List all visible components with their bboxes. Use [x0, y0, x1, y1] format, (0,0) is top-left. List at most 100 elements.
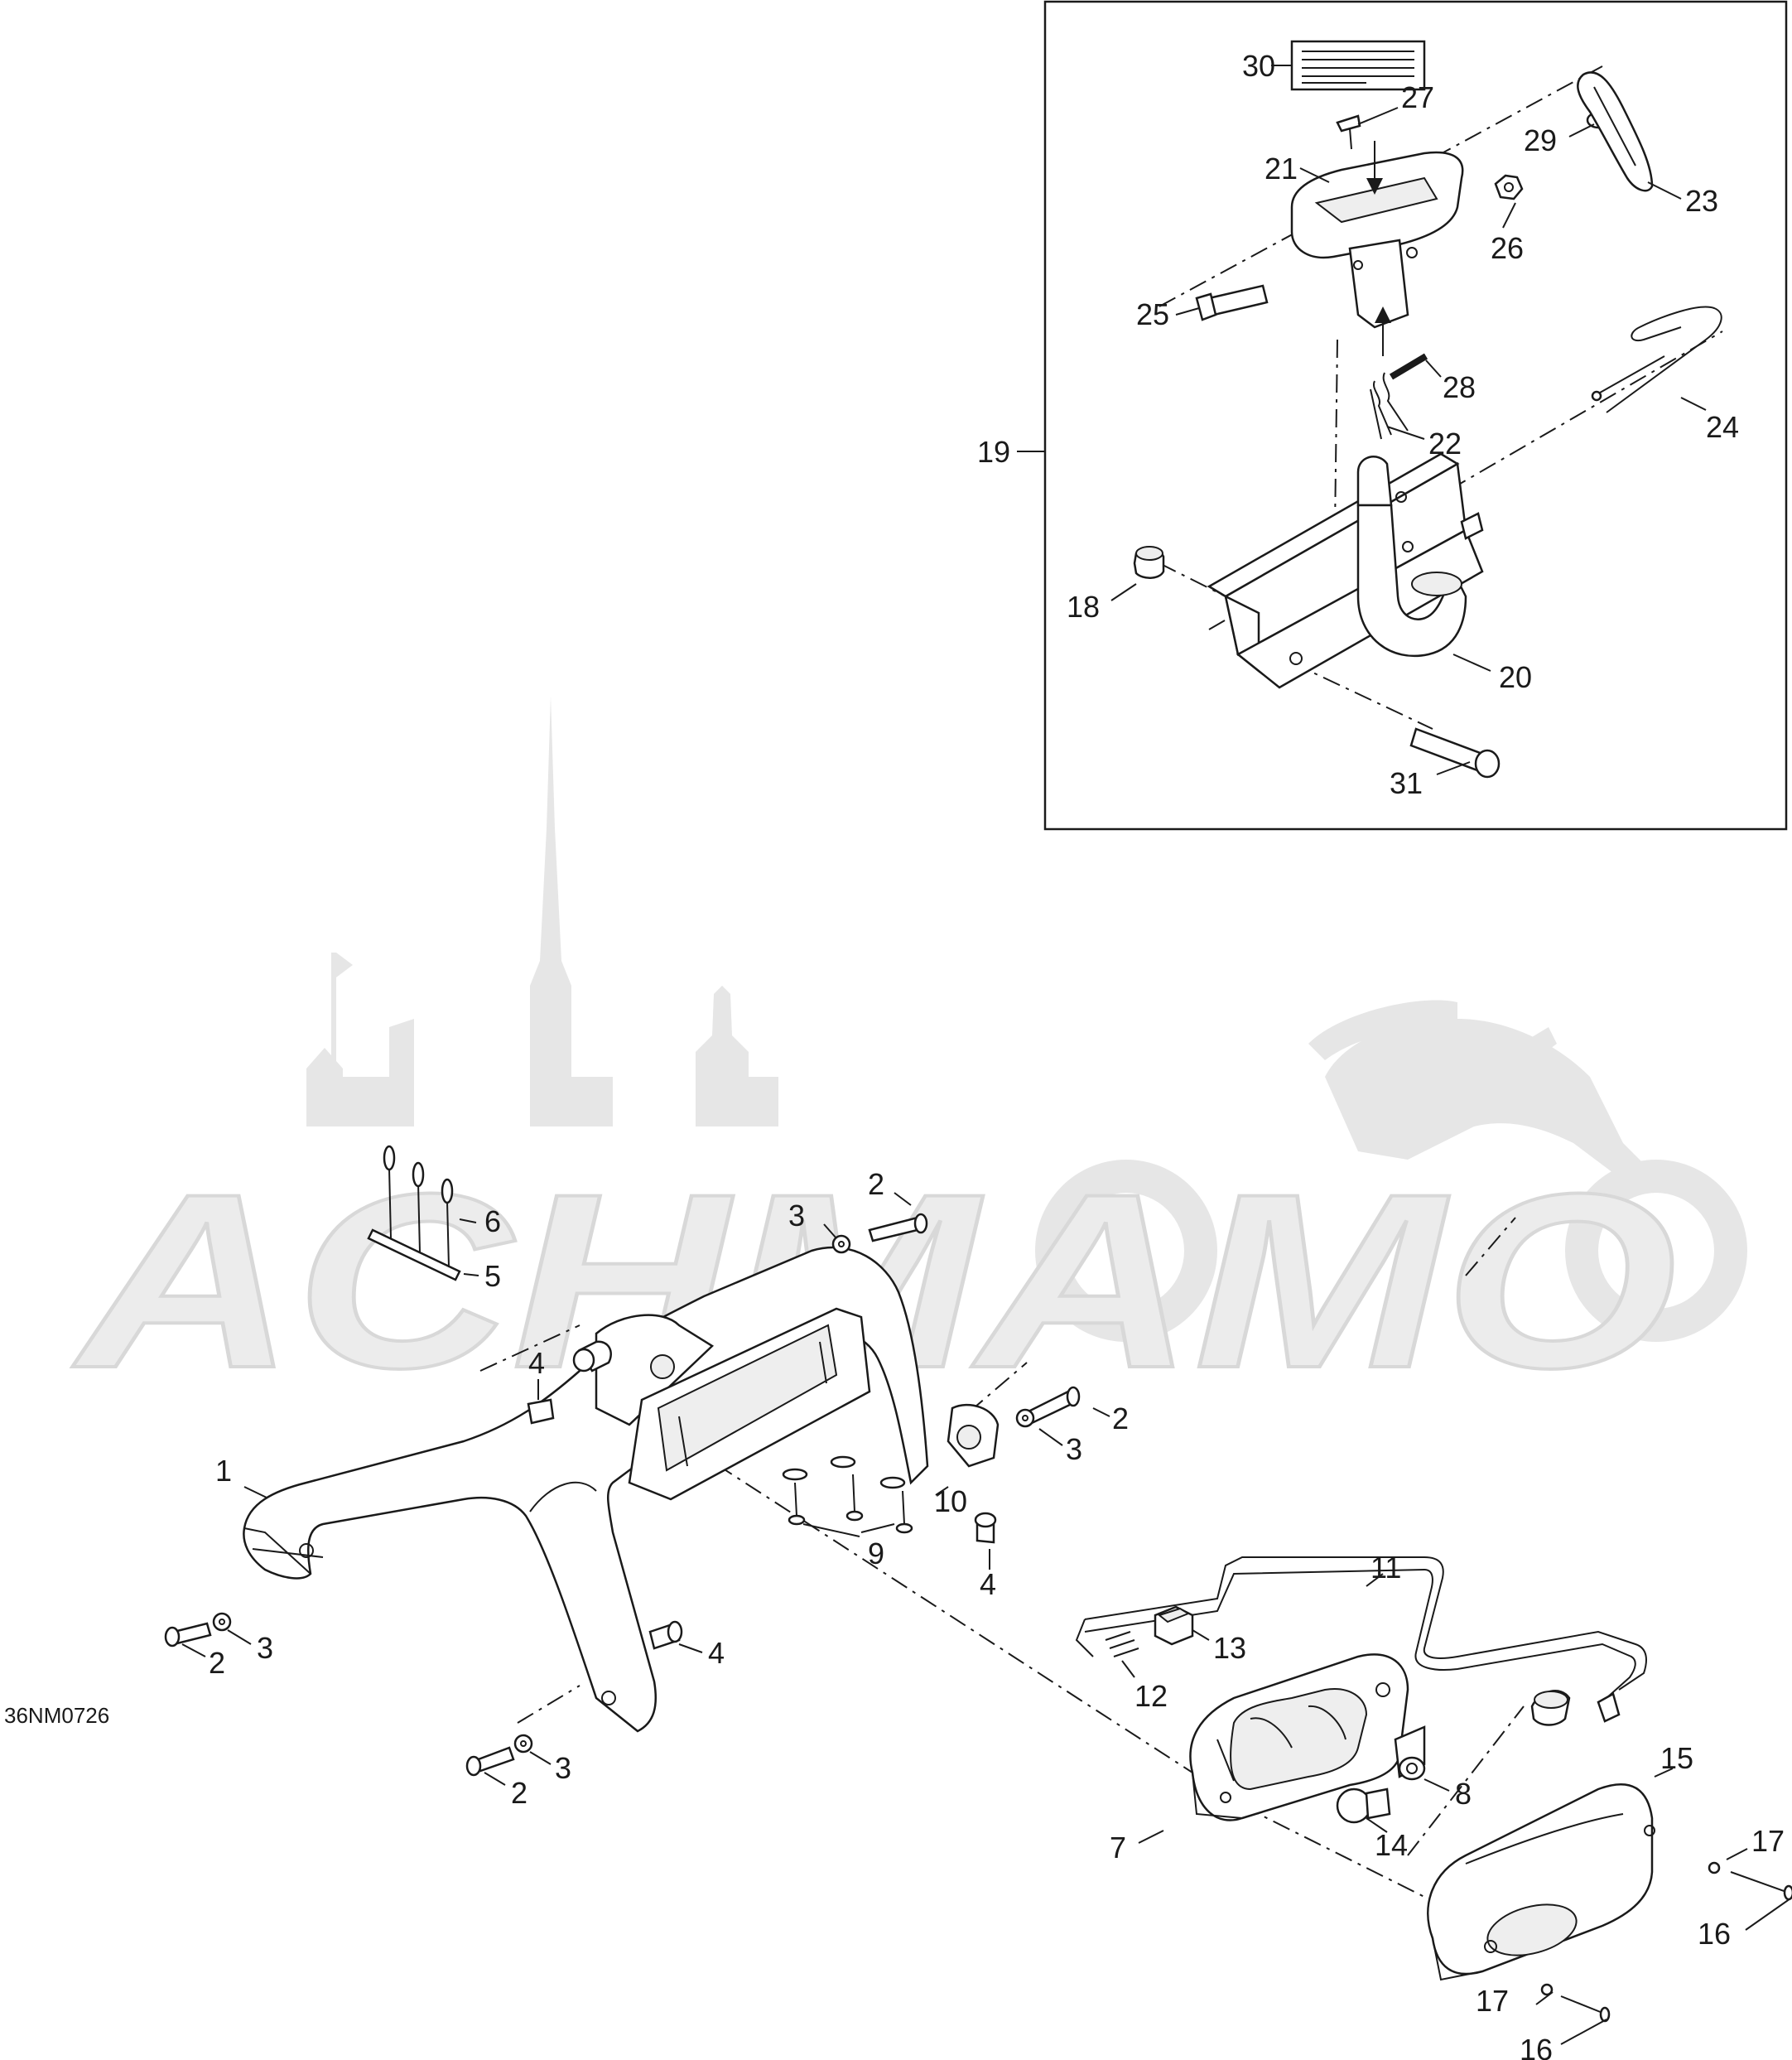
- part-6-rivets: [383, 1145, 454, 1268]
- part-25-bolt: [1195, 284, 1269, 321]
- callout-6: 6: [484, 1204, 501, 1238]
- callout-15: 15: [1660, 1741, 1693, 1775]
- callout-18: 18: [1067, 590, 1100, 624]
- part-2-screw-left: [164, 1622, 212, 1648]
- callout-17-lower: 17: [1476, 1984, 1509, 2018]
- part-2-screw-upper: [868, 1213, 928, 1242]
- callout-28: 28: [1443, 370, 1476, 404]
- part-24-hitch-pin-clip: [1591, 306, 1722, 413]
- callout-30: 30: [1242, 49, 1275, 83]
- callout-3-upper: 3: [788, 1199, 805, 1233]
- part-15-tail-light-lens: [1427, 1783, 1655, 1981]
- callout-12: 12: [1134, 1679, 1168, 1713]
- callout-9: 9: [868, 1537, 884, 1570]
- callout-1: 1: [215, 1454, 232, 1488]
- callout-20: 20: [1499, 660, 1532, 694]
- axis-line-lens: [1241, 1805, 1442, 1906]
- part-5-seal-strip: [367, 1228, 461, 1281]
- main-assembly: [164, 1145, 1792, 2045]
- callout-31: 31: [1390, 766, 1423, 800]
- part-16-screw-lower: [1560, 1995, 1611, 2023]
- kit-axis-line-middle: [1208, 330, 1723, 630]
- callout-16-lower: 16: [1520, 2033, 1553, 2060]
- callout-13: 13: [1213, 1631, 1246, 1665]
- part-17-washer-right: [1708, 1861, 1721, 1874]
- watermark-text: ACHMAMO: [70, 1141, 1677, 1420]
- callout-11: 11: [1370, 1551, 1401, 1585]
- callout-22: 22: [1428, 427, 1462, 461]
- part-8-bulb-socket: [1394, 1725, 1426, 1781]
- part-14-bulb: [1336, 1787, 1391, 1824]
- watermark: ACHMAMO: [68, 696, 1747, 1421]
- callout-2-upper: 2: [868, 1167, 884, 1201]
- part-2-screw-lower: [465, 1746, 515, 1777]
- part-30-decal: [1290, 40, 1426, 91]
- watermark-castle-silhouette: [306, 696, 778, 1126]
- kit-label-19: 19: [977, 435, 1010, 469]
- part-26-nut: [1494, 174, 1524, 200]
- part-3-washer-lower: [513, 1734, 533, 1754]
- callout-21: 21: [1265, 152, 1298, 186]
- callout-7: 7: [1110, 1831, 1126, 1865]
- kit-box-frame: [1043, 0, 1788, 831]
- part-13-connector: [1154, 1605, 1194, 1646]
- part-21-step-pad: [1290, 141, 1464, 356]
- callout-17-right: 17: [1751, 1824, 1785, 1858]
- callout-3-lower: 3: [555, 1751, 571, 1785]
- axis-line-fastener-rear: [1465, 1217, 1516, 1276]
- part-4-fastener-upper: [527, 1340, 612, 1425]
- callout-23: 23: [1685, 184, 1718, 218]
- watermark-motorcycle-silhouette: [1035, 1000, 1747, 1342]
- axis-line-bulb: [1407, 1705, 1525, 1856]
- kit-box-19: 19: [977, 0, 1788, 831]
- callout-10: 10: [934, 1484, 967, 1518]
- part-23-strap: [1577, 71, 1654, 192]
- callout-14: 14: [1375, 1828, 1408, 1862]
- part-12-terminals: [1105, 1631, 1139, 1657]
- part-28-pin: [1389, 353, 1428, 380]
- axis-line-screw-right: [968, 1362, 1028, 1413]
- callout-26: 26: [1491, 231, 1524, 265]
- callout-3-right: 3: [1066, 1432, 1082, 1466]
- callout-5: 5: [484, 1259, 501, 1293]
- kit-axis-line-vertical: [1334, 339, 1338, 531]
- part-3-washer-left: [212, 1612, 232, 1632]
- part-9-screws: [788, 1474, 913, 1534]
- callout-4-left: 4: [708, 1636, 725, 1670]
- callout-2-right: 2: [1112, 1401, 1129, 1435]
- part-18-grommet: [1133, 546, 1165, 579]
- part-3-washer-right: [1015, 1408, 1035, 1428]
- axis-line-light: [686, 1445, 1193, 1773]
- part-17-washer-lower: [1540, 1983, 1554, 1996]
- kit-axis-line-lower: [1291, 662, 1433, 730]
- callout-4-right: 4: [980, 1567, 996, 1601]
- axis-line-bracket-lower: [517, 1685, 580, 1724]
- part-2-screw-right: [1025, 1386, 1081, 1425]
- main-leader-lines: [181, 1192, 1792, 2045]
- part-22-spring: [1370, 372, 1409, 440]
- part-27-rivet: [1336, 114, 1361, 150]
- kit-leader-lines: [1110, 65, 1707, 775]
- callout-2-lower: 2: [511, 1776, 527, 1810]
- part-11-wiring-harness: [1075, 1556, 1647, 1726]
- callout-29: 29: [1524, 123, 1557, 157]
- part-20-hitch-bracket: [1207, 452, 1484, 689]
- part-7-tail-light-base: [1189, 1653, 1409, 1821]
- part-16-screw-right: [1730, 1871, 1792, 1901]
- callout-25: 25: [1136, 297, 1169, 331]
- part-31-pin: [1409, 727, 1501, 779]
- callout-2-left: 2: [209, 1646, 225, 1680]
- callout-3-left: 3: [257, 1631, 273, 1665]
- callout-4-upper: 4: [528, 1346, 545, 1380]
- drawing-code: 36NM0726: [4, 1703, 109, 1728]
- part-3-washer-upper: [831, 1234, 851, 1254]
- part-1-rear-grab-handle: [243, 1246, 1000, 1733]
- callout-24: 24: [1706, 410, 1739, 444]
- callout-8: 8: [1455, 1777, 1472, 1811]
- callout-27: 27: [1401, 80, 1434, 114]
- part-4-fastener-left: [648, 1620, 683, 1650]
- callout-16-right: 16: [1698, 1917, 1731, 1951]
- part-10-washers: [782, 1455, 906, 1489]
- part-4-fastener-right: [974, 1512, 997, 1544]
